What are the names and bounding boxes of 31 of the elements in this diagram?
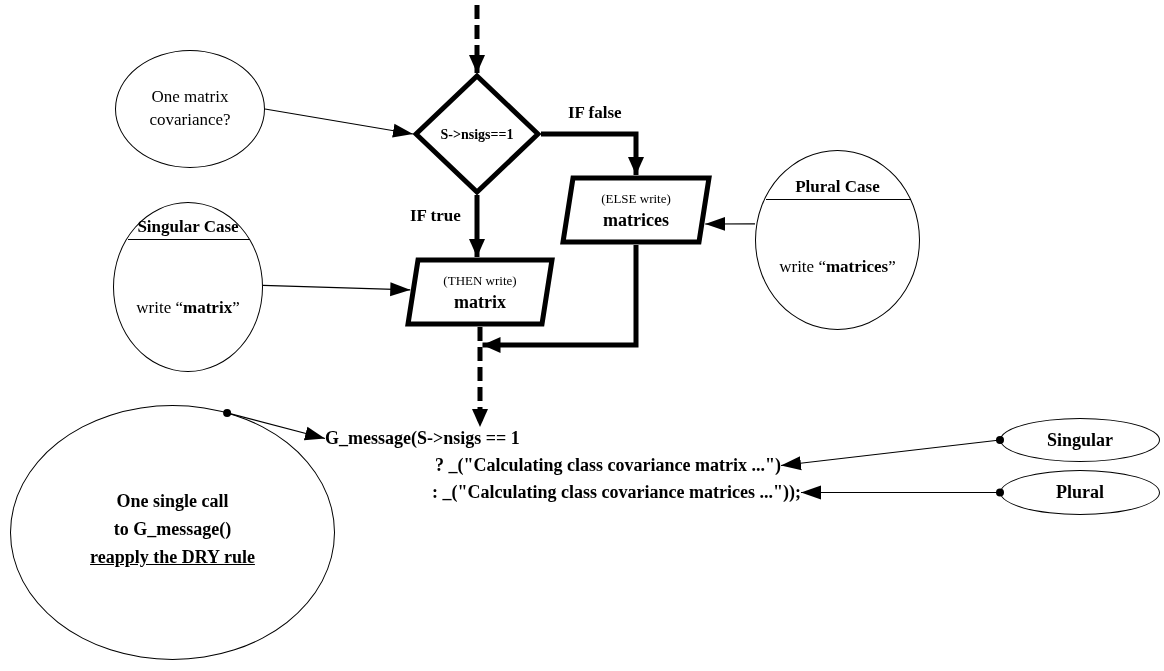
case-text: write “matrices” [779,256,896,278]
case-heading: Plural Case [795,176,880,198]
io-text: matrices [603,208,669,231]
ellipse-text: Plural [1056,481,1104,504]
pointer-arrow [264,108,414,138]
pointer-arrow [800,485,1004,500]
case-heading: Singular Case [137,216,239,238]
flow-arrow [469,195,485,257]
io-caption: (ELSE write) [601,190,671,208]
case-text: write “matrix” [136,297,240,319]
flow-arrow [541,131,644,175]
pointer-arrow [223,408,326,441]
code-line: ? _("Calculating class covariance matrix ...") [435,454,781,477]
flow-arrow [482,245,639,353]
condition-text: S->nsigs==1 [440,125,514,144]
ellipse-text: One single call to G_message() [112,490,233,541]
code-line: G_message(S->nsigs == 1 [325,427,520,450]
decision-diamond [413,73,541,195]
io-caption: (THEN write) [443,272,517,290]
pointer-arrow [704,216,756,231]
ellipse-text: One matrix covariance? [148,86,232,131]
ellipse-text: Singular [1047,428,1113,452]
pointer-arrow [780,436,1004,471]
flow-arrow [472,327,488,427]
ellipse-text: reapply the DRY rule [90,545,255,569]
flow-arrow [469,5,485,73]
io-text: matrix [454,290,506,313]
io-parallelogram [405,257,555,327]
pointer-arrow [262,282,411,297]
io-parallelogram [560,175,712,245]
code-line: : _("Calculating class covariance matrices ...")); [432,481,801,504]
